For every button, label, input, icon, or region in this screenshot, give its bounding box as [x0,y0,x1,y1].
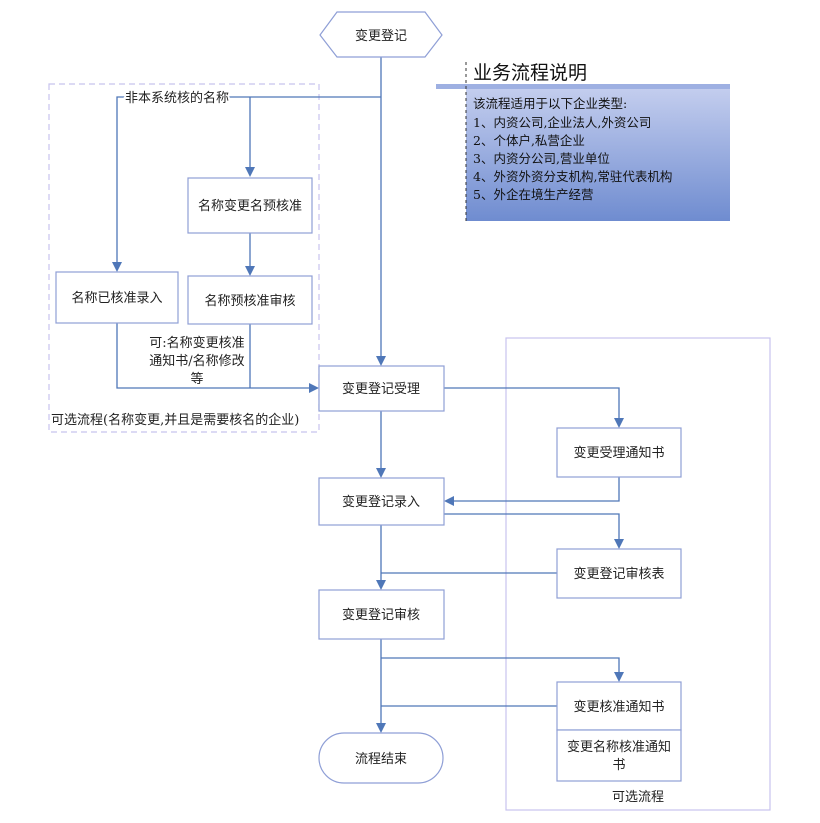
arrow-head [614,418,624,428]
connector-notice-to-input [454,477,620,502]
arrow-head [614,672,624,682]
end-node-label: 流程结束 [355,752,407,767]
note-item-4: 4、外资外资分支机构,常驻代表机构 [473,169,672,184]
arrow-head [245,167,255,177]
note-intro: 该流程适用于以下企业类型: [473,96,627,111]
audit-form-box [556,548,682,599]
name-prereview-audit-box [187,275,313,325]
arrow-head [245,266,255,276]
change-audit-label: 变更登记审核 [342,607,420,623]
arrow-head [376,356,386,366]
optional-documents-label: 可:名称变更核准 通知书/名称修改 等 [149,335,244,387]
arrow-head [309,383,319,393]
note-title: 业务流程说明 [473,62,587,84]
change-accept-box [318,365,445,412]
audit-form-node[interactable]: 变更登记审核表 [556,548,682,599]
name-approved-input-label: 名称已核准录入 [71,290,162,306]
audit-form-label: 变更登记审核表 [573,566,664,582]
connector-accept-to-notice [444,387,620,418]
optional-flow-right-label: 可选流程 [612,790,664,805]
connector-input-to-auditform [444,513,620,539]
change-input-node[interactable]: 变更登记录入 [318,477,445,526]
arrow-head [376,723,386,733]
note-item-1: 1、内资公司,企业法人,外资公司 [473,115,651,130]
end-node-shape [318,732,444,784]
arrow-head [376,580,386,590]
arrow-head [376,468,386,478]
arrow-head [614,539,624,549]
accept-notice-box [556,427,682,478]
accept-notice-label: 变更受理通知书 [573,445,664,461]
arrow-head [112,262,122,272]
connector-name-input-to-accept [116,323,309,389]
optional-flow-left-label: 可选流程(名称变更,并且是需要核名的企业) [51,412,299,428]
note-item-5: 5、外企在境生产经营 [473,187,593,202]
note-body [466,89,730,221]
process-note: 业务流程说明 该流程适用于以下企业类型: 1、内资公司,企业法人,外资公司 2、… [436,62,730,222]
arrow-head [444,496,454,506]
optional-documents-line-2: 通知书/名称修改 [149,353,244,369]
approval-notice-label: 变更核准通知书 [573,699,664,715]
start-node-shape [319,11,443,58]
accept-notice-node[interactable]: 变更受理通知书 [556,427,682,478]
note-header-underline [436,84,730,89]
name-prereview-audit-node[interactable]: 名称预核准审核 [187,275,313,325]
change-audit-box [318,589,445,640]
name-approved-input-node[interactable]: 名称已核准录入 [55,271,179,324]
optional-documents-group [505,337,771,811]
optional-name-change-group [48,83,320,433]
change-accept-label: 变更登记受理 [342,381,420,397]
change-audit-node[interactable]: 变更登记审核 [318,589,445,640]
name-change-prereview-box [187,177,313,234]
name-approval-notice-box [556,729,682,782]
name-prereview-audit-label: 名称预核准审核 [204,293,295,309]
name-change-prereview-node[interactable]: 名称变更名预核准 [187,177,313,234]
connector-branch-left [116,96,381,262]
start-node[interactable]: 变更登记 [319,11,443,58]
name-change-prereview-label: 名称变更名预核准 [198,198,302,214]
change-input-box [318,477,445,526]
non-system-name-label: 非本系统核的名称 [125,90,229,106]
end-node[interactable]: 流程结束 [318,732,444,784]
name-approval-notice-node[interactable]: 变更名称核准通知 书 [556,729,682,782]
note-item-2: 2、个体户,私营企业 [473,133,585,148]
note-item-3: 3、内资分公司,营业单位 [473,151,610,166]
approval-notice-box [556,681,682,731]
connector-audit-to-approval [381,657,620,672]
name-approved-input-box [55,271,179,324]
start-node-label: 变更登记 [355,28,407,44]
connectors [112,57,624,733]
optional-documents-line-3: 等 [190,371,203,387]
name-approval-notice-line-1: 变更名称核准通知 [567,739,671,755]
approval-notice-node[interactable]: 变更核准通知书 [556,681,682,731]
change-input-label: 变更登记录入 [342,494,420,510]
optional-documents-line-1: 可:名称变更核准 [149,335,244,351]
change-accept-node[interactable]: 变更登记受理 [318,365,445,412]
name-approval-notice-line-2: 书 [612,758,625,773]
